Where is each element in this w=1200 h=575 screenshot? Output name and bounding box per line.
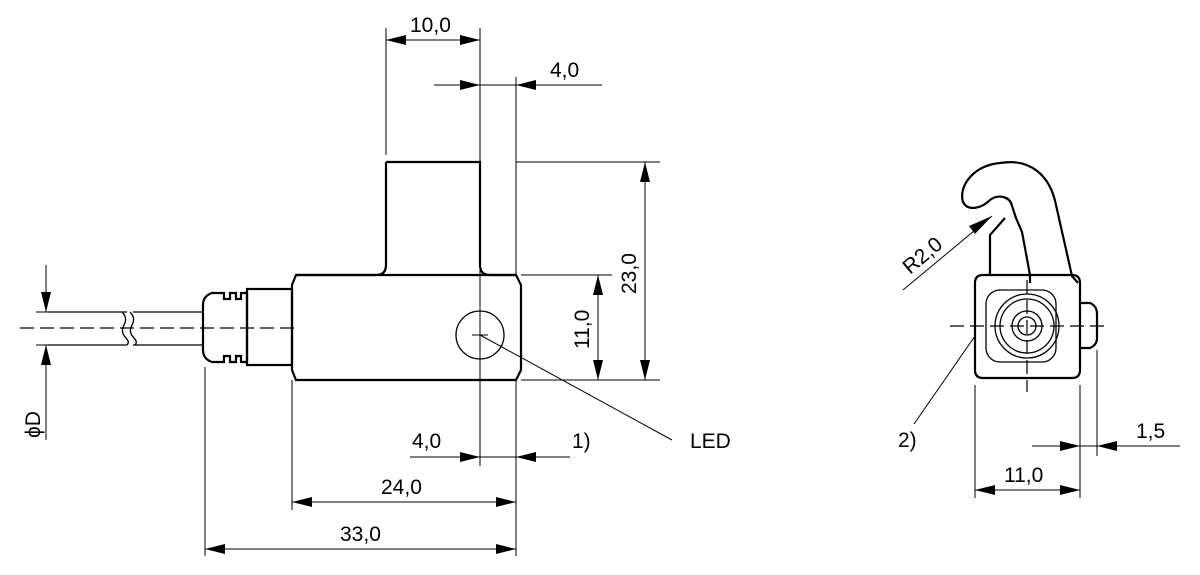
- sensor-connector: [201, 291, 249, 364]
- dim-label-4-top: 4,0: [550, 59, 579, 82]
- end-view-housing: [973, 273, 1082, 380]
- dim-label-33: 33,0: [340, 523, 381, 546]
- dim-label-10: 10,0: [410, 14, 451, 37]
- dim-label-4-bottom: 4,0: [412, 430, 441, 453]
- dim-label-23: 23,0: [618, 253, 641, 294]
- dim-label-11-right: 11,0: [1004, 464, 1043, 487]
- sensor-end-view: [950, 161, 1108, 392]
- cable: [48, 311, 203, 346]
- dim-label-1-5: 1,5: [1136, 420, 1165, 443]
- sensor-top-block: [296, 160, 516, 277]
- sensor-side-view: [20, 160, 523, 382]
- note-1-label: 1): [572, 430, 591, 453]
- extension-lines-left: [36, 28, 660, 556]
- dimension-lines-right: [902, 215, 1180, 498]
- note-2-label: 2): [898, 429, 917, 452]
- dim-label-11-side: 11,0: [571, 310, 594, 349]
- sensor-main-body: [290, 273, 523, 382]
- dim-label-24: 24,0: [381, 476, 422, 499]
- dimension-lines-left: [41, 35, 673, 554]
- dim-label-diameter: ϕD: [22, 411, 45, 438]
- mounting-clip: [961, 161, 1079, 284]
- radius-label: R2,0: [898, 233, 947, 279]
- sensor-thread: [245, 287, 294, 367]
- led-label: LED: [690, 430, 731, 453]
